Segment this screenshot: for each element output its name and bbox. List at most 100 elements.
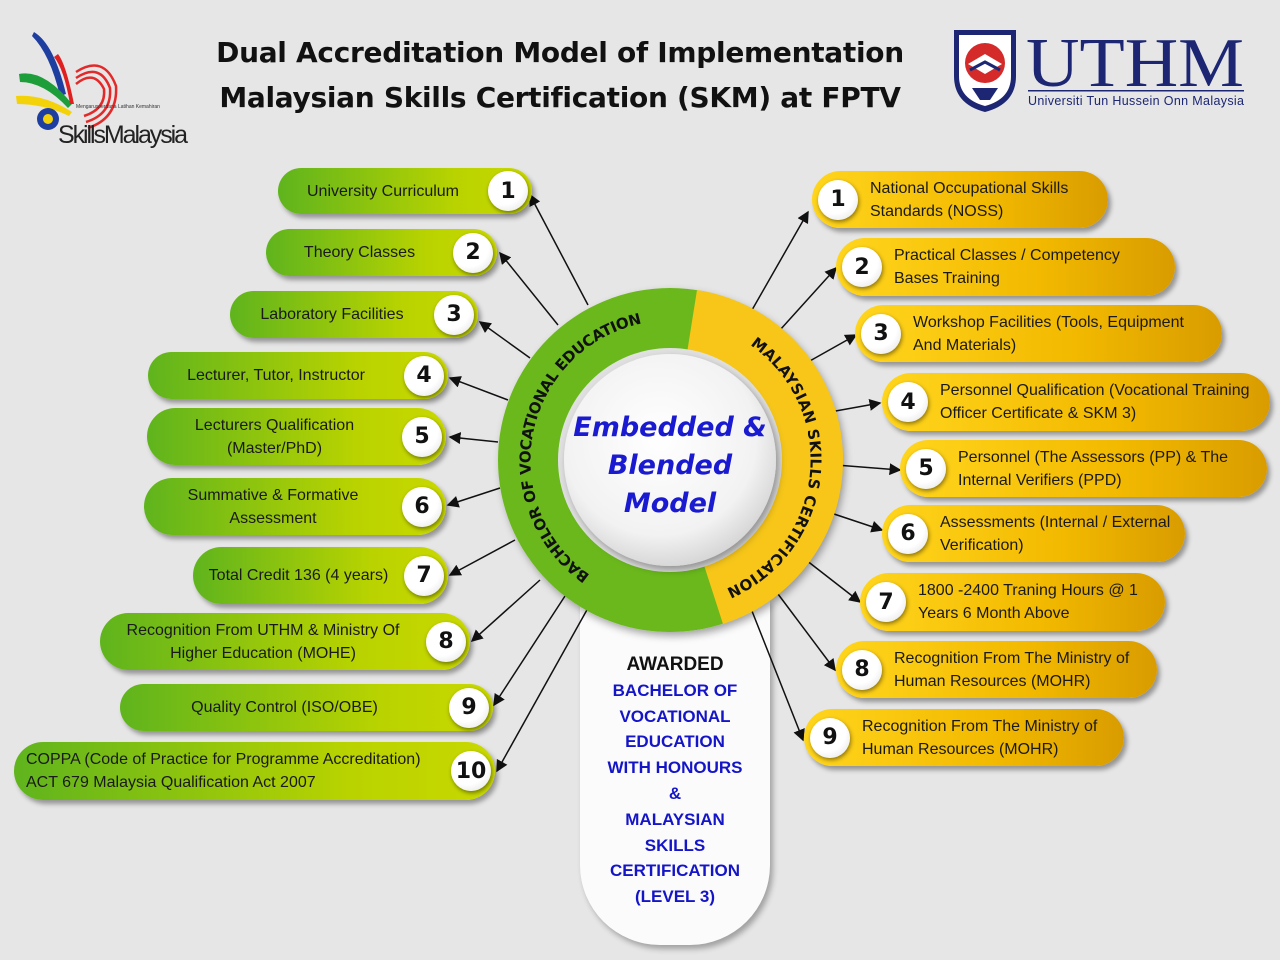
item-text: 1800 -2400 Traning Hours @ 1 Years 6 Mon… [918, 582, 1138, 622]
uthm-wordmark: UTHM [1026, 26, 1244, 102]
award-line: MALAYSIAN [625, 809, 725, 829]
uthm-tagline: Universiti Tun Hussein Onn Malaysia [1028, 94, 1244, 108]
item-text: Recognition From UTHM & Ministry Of High… [126, 621, 400, 662]
right-item-8: 8 Recognition From The Ministry of Human … [836, 641, 1157, 698]
left-arrow-5 [448, 432, 499, 445]
right-arrow-7 [805, 559, 862, 603]
item-text: Summative & Formative Assessment [187, 486, 359, 527]
item-number-badge: 6 [888, 513, 928, 554]
item-number-badge: 5 [402, 416, 442, 457]
skills-wordmark: SkillsMalaysia [58, 121, 188, 149]
item-text: Theory Classes [303, 244, 416, 261]
right-arrow-9 [749, 605, 805, 742]
award-line: & [668, 783, 682, 803]
right-item-3: 3 Workshop Facilities (Tools, Equipment A… [855, 305, 1222, 362]
left-item-1: University Curriculum 1 [278, 168, 532, 214]
item-text: Recognition From The Ministry of Human R… [894, 649, 1130, 690]
item-number-badge: 3 [861, 313, 901, 354]
item-text: Laboratory Facilities [260, 306, 404, 323]
page-title: Dual Accreditation Model of Implementati… [200, 30, 920, 120]
item-text: Assessments (Internal / External Verific… [940, 513, 1171, 554]
award-line: EDUCATION [625, 732, 725, 752]
item-text: Quality Control (ISO/OBE) [191, 699, 378, 716]
right-arrow-3 [807, 334, 858, 363]
right-arrow-5 [835, 463, 902, 476]
left-item-7: Total Credit 136 (4 years) 7 [193, 547, 448, 604]
left-item-8: Recognition From UTHM & Ministry Of High… [100, 613, 470, 670]
left-item-9: Quality Control (ISO/OBE) 9 [120, 684, 493, 731]
item-text: Lecturers Qualification (Master/PhD) [194, 416, 355, 457]
uthm-logo: UTHM Universiti Tun Hussein Onn Malaysia [950, 25, 1250, 116]
item-number-badge: 2 [453, 232, 493, 273]
right-item-1: 1 National Occupational Skills Standards … [812, 171, 1108, 228]
center-line-3: Model [624, 488, 717, 519]
right-item-2: 2 Practical Classes / Competency Bases Tr… [836, 238, 1175, 296]
award-line: WITH HONOURS [607, 758, 743, 778]
left-item-3: Laboratory Facilities 3 [230, 291, 478, 338]
center-line-2: Blended [608, 450, 733, 481]
item-text: National Occupational Skills Standards (… [870, 179, 1069, 220]
item-text: Personnel (The Assessors (PP) & The Inte… [958, 448, 1229, 489]
item-text: Lecturer, Tutor, Instructor [187, 367, 365, 384]
item-text: Personnel Qualification (Vocational Trai… [940, 382, 1250, 422]
right-arrow-6 [827, 511, 884, 533]
award-line: BACHELOR OF [612, 680, 738, 700]
right-item-7: 7 1800 -2400 Traning Hours @ 1 Years 6 Mo… [860, 573, 1165, 631]
item-number-badge: 8 [426, 621, 466, 662]
right-item-5: 5 Personnel (The Assessors (PP) & The Int… [900, 440, 1267, 497]
left-arrow-1 [529, 193, 589, 306]
item-number-badge: 4 [888, 382, 928, 422]
left-item-10: COPPA (Code of Practice for Programme Ac… [14, 742, 495, 800]
left-arrow-7 [448, 539, 516, 576]
item-number-badge: 1 [818, 179, 858, 220]
item-number-badge: 1 [488, 171, 528, 211]
item-text: COPPA (Code of Practice for Programme Ac… [26, 751, 421, 791]
item-text: Workshop Facilities (Tools, Equipment An… [913, 313, 1184, 354]
skillsmalaysia-logo: Mengarusperdana Latihan Kemahiran Skills… [14, 24, 194, 154]
left-arrow-2 [499, 251, 559, 326]
left-arrow-9 [493, 595, 566, 707]
award-line: (LEVEL 3) [635, 887, 715, 907]
item-number-badge: 7 [404, 555, 444, 596]
left-arrow-6 [446, 487, 501, 508]
award-line: CERTIFICATION [609, 861, 740, 881]
left-item-4: Lecturer, Tutor, Instructor 4 [148, 352, 448, 399]
center-line-1: Embedded & [573, 412, 766, 443]
right-item-9: 9 Recognition From The Ministry of Human … [804, 709, 1124, 766]
right-item-6: 6 Assessments (Internal / External Verifi… [882, 505, 1185, 562]
award-line: SKILLS [644, 835, 706, 855]
item-number-badge: 10 [451, 751, 491, 791]
item-number-badge: 9 [449, 687, 489, 728]
item-number-badge: 6 [402, 486, 442, 527]
right-arrow-1 [751, 210, 809, 311]
left-arrow-3 [478, 321, 531, 359]
inner-disc [564, 354, 776, 566]
left-arrow-8 [470, 579, 541, 643]
item-text: Total Credit 136 (4 years) [208, 567, 389, 584]
skills-tagline: Mengarusperdana Latihan Kemahiran [76, 104, 160, 110]
item-text: Recognition From The Ministry of Human R… [862, 717, 1098, 758]
right-item-4: 4 Personnel Qualification (Vocational Tra… [882, 373, 1270, 431]
left-item-6: Summative & Formative Assessment 6 [144, 478, 446, 535]
award-heading: AWARDED [626, 654, 724, 675]
title-line-2: Malaysian Skills Certification (SKM) at … [219, 81, 901, 114]
item-number-badge: 7 [866, 582, 906, 622]
left-item-2: Theory Classes 2 [266, 229, 497, 276]
right-arrow-2 [779, 266, 838, 331]
connector-arrows [446, 193, 902, 773]
item-number-badge: 2 [842, 247, 882, 287]
award-line: VOCATIONAL [619, 706, 731, 726]
item-number-badge: 8 [842, 649, 882, 690]
item-number-badge: 5 [906, 448, 946, 489]
item-text: University Curriculum [306, 182, 460, 200]
left-arrow-10 [496, 607, 589, 773]
left-item-5: Lecturers Qualification (Master/PhD) 5 [147, 408, 446, 465]
right-arrow-8 [774, 589, 836, 672]
item-text: Practical Classes / Competency Bases Tra… [894, 247, 1120, 287]
item-number-badge: 4 [404, 355, 444, 396]
right-arrow-4 [829, 398, 882, 413]
item-number-badge: 3 [434, 294, 474, 335]
item-number-badge: 9 [810, 717, 850, 758]
left-arrow-4 [448, 376, 509, 401]
